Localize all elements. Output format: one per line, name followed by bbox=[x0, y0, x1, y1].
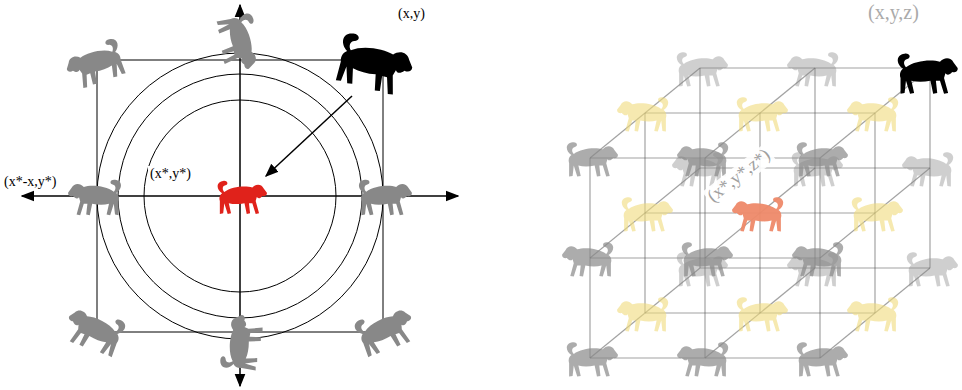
baboon-figure bbox=[62, 37, 128, 92]
coordinate-label: (x,y) bbox=[396, 6, 427, 21]
baboon-figure bbox=[617, 297, 668, 331]
baboon-figure bbox=[907, 252, 958, 286]
baboon-figure bbox=[852, 197, 903, 231]
baboon-figure bbox=[216, 13, 262, 73]
baboon-figure bbox=[737, 297, 788, 331]
coordinate-label: (x*-x,y*) bbox=[2, 174, 59, 189]
baboon-figure bbox=[898, 54, 958, 94]
baboon-figure bbox=[732, 197, 783, 231]
baboon-figure bbox=[677, 52, 728, 86]
baboon-figure bbox=[792, 242, 843, 276]
coordinate-label: (x,y,z) bbox=[866, 1, 921, 23]
baboon-figure bbox=[562, 242, 613, 276]
baboon-figure bbox=[359, 180, 412, 215]
planar-panel bbox=[22, 5, 458, 386]
baboon-figure bbox=[218, 181, 267, 214]
baboon-figure bbox=[617, 97, 668, 131]
coordinate-label: (x*,y*) bbox=[148, 166, 193, 181]
baboon-figure bbox=[622, 197, 673, 231]
baboon-figure bbox=[797, 342, 848, 376]
baboon-figure bbox=[847, 97, 898, 131]
baboon-figure bbox=[68, 180, 121, 215]
baboon-figure bbox=[567, 142, 618, 176]
baboon-figure bbox=[797, 142, 848, 176]
displacement-arrow bbox=[266, 96, 352, 176]
baboon-figure bbox=[353, 303, 419, 358]
baboon-figure bbox=[737, 97, 788, 131]
baboon-figure bbox=[682, 242, 733, 276]
lattice-panel bbox=[562, 52, 958, 376]
baboon-figure bbox=[847, 297, 898, 331]
baboon-group bbox=[61, 13, 419, 373]
baboon-figure bbox=[333, 31, 417, 98]
baboon-figure bbox=[567, 342, 618, 376]
baboon-figure bbox=[219, 313, 265, 373]
baboon-figure bbox=[677, 342, 728, 376]
baboon-figure bbox=[61, 303, 127, 358]
baboon-figure bbox=[677, 142, 728, 176]
baboon-figure bbox=[902, 152, 953, 186]
lattice-line bbox=[820, 68, 930, 158]
baboon-figure bbox=[787, 52, 838, 86]
